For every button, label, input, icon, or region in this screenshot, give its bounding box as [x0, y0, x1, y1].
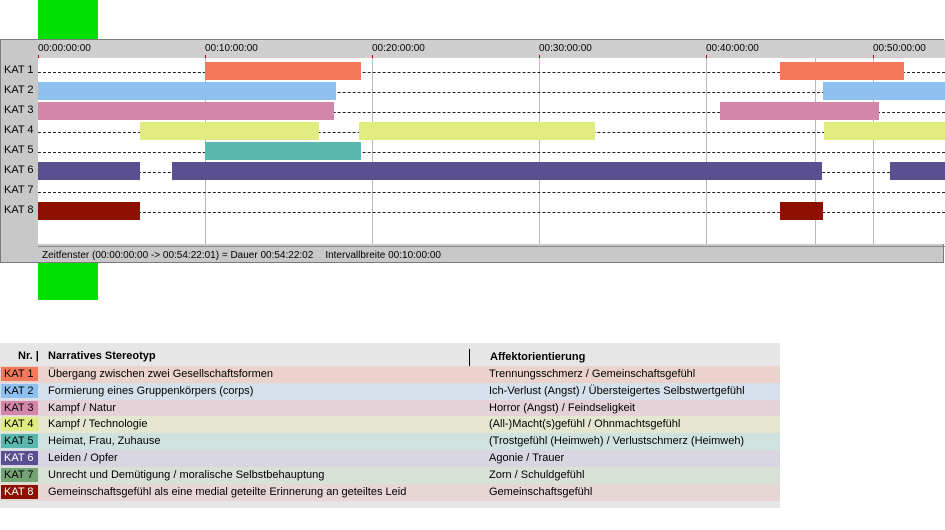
tick-mark: [38, 55, 39, 58]
green-marker-bottom: [38, 263, 98, 300]
legend-header-affect: Affektorientierung: [490, 351, 586, 363]
legend-affect: Gemeinschaftsgefühl: [489, 485, 593, 498]
tick-mark: [873, 55, 874, 58]
segment-bar[interactable]: [779, 62, 904, 80]
grid-line: [539, 58, 540, 244]
segment-bar[interactable]: [822, 82, 945, 100]
category-label: KAT 5: [4, 144, 34, 156]
legend-row: KAT 7 Unrecht und Demütigung / moralische…: [0, 466, 780, 484]
legend-description: Leiden / Opfer: [48, 452, 118, 464]
legend-affect: Agonie / Trauer: [489, 452, 565, 464]
legend-description: Heimat, Frau, Zuhause: [48, 435, 161, 448]
category-label: KAT 6: [4, 164, 34, 176]
segment-bar[interactable]: [889, 162, 945, 180]
legend-affect: Horror (Angst) / Feindseligkeit: [489, 401, 636, 414]
row-guide: [38, 192, 945, 193]
legend-description: Übergang zwischen zwei Gesellschaftsform…: [48, 368, 273, 380]
category-label: KAT 2: [4, 84, 34, 96]
segment-bar[interactable]: [38, 102, 335, 120]
segment-bar[interactable]: [779, 202, 823, 220]
legend-row: KAT 4 Kampf / Technologie (All-)Macht(s)ge…: [0, 416, 780, 434]
legend-description: Formierung eines Gruppenkörpers (corps): [48, 384, 254, 397]
row-guide: [38, 212, 945, 213]
legend-code: KAT 4: [1, 417, 38, 432]
legend-description: Gemeinschaftsgefühl als eine medial gete…: [48, 485, 407, 498]
legend-table: Nr. | Narratives Stereotyp Affektorienti…: [0, 343, 780, 508]
legend-row: KAT 1 Übergang zwischen zwei Gesellschaft…: [0, 366, 780, 383]
status-bar: Zeitfenster (00:00:00:00 -> 00:54:22:01)…: [38, 246, 945, 264]
legend-code: KAT 8: [1, 484, 38, 499]
segment-bar[interactable]: [205, 142, 361, 160]
tick-label: 00:40:00:00: [706, 43, 759, 54]
row-guide: [38, 112, 945, 113]
legend-code: KAT 3: [1, 400, 38, 415]
tick-mark: [539, 55, 540, 58]
legend-code: KAT 5: [1, 434, 38, 449]
tick-label: 00:20:00:00: [372, 43, 425, 54]
tick-label: 00:50:00:00: [873, 43, 926, 54]
legend-row: KAT 2 Formierung eines Gruppenkörpers (co…: [0, 382, 780, 400]
legend-row: KAT 5 Heimat, Frau, Zuhause (Trostgefühl (…: [0, 433, 780, 451]
green-marker-top: [38, 0, 98, 39]
legend-header-nr: Nr. |: [18, 350, 39, 362]
legend-affect: (Trostgefühl (Heimweh) / Verlustschmerz …: [489, 435, 745, 448]
category-label: KAT 1: [4, 64, 34, 76]
legend-code: KAT 1: [1, 367, 38, 381]
segment-bar[interactable]: [359, 122, 595, 140]
timeline-panel[interactable]: 00:00:00:00 00:10:00:00 00:20:00:00 00:30:0…: [0, 39, 945, 264]
grid-line: [706, 58, 707, 244]
row-guide: [38, 152, 945, 153]
time-ruler[interactable]: 00:00:00:00 00:10:00:00 00:20:00:00 00:30:0…: [38, 40, 945, 58]
category-label: KAT 4: [4, 124, 34, 136]
segment-bar[interactable]: [38, 82, 336, 100]
legend-row: KAT 3 Kampf / Natur Horror (Angst) / Feind…: [0, 399, 780, 417]
interval-width-text: Intervallbreite 00:10:00:00: [325, 250, 441, 261]
legend-description: Kampf / Technologie: [48, 418, 148, 431]
legend-description: Kampf / Natur: [48, 401, 116, 414]
tick-mark: [205, 55, 206, 58]
grid-line: [873, 58, 874, 244]
segment-bar[interactable]: [824, 122, 945, 140]
grid-line: [814, 58, 816, 244]
legend-affect: Trennungsschmerz / Gemeinschaftsgefühl: [489, 368, 696, 380]
legend-code: KAT 2: [1, 383, 38, 398]
segment-bar[interactable]: [38, 202, 140, 220]
legend-affect: Ich-Verlust (Angst) / Übersteigertes Sel…: [489, 384, 745, 397]
legend-affect: Zorn / Schuldgefühl: [489, 468, 585, 481]
tick-mark: [706, 55, 707, 58]
category-label: KAT 7: [4, 184, 34, 196]
tick-mark: [372, 55, 373, 58]
category-label: KAT 8: [4, 204, 34, 216]
legend-row: KAT 6 Leiden / Opfer Agonie / Trauer: [0, 450, 780, 467]
timeline-plot[interactable]: [38, 58, 945, 244]
legend-row: KAT 8 Gemeinschaftsgefühl als eine medial…: [0, 483, 780, 501]
legend-header-stereotype: Narratives Stereotyp: [48, 350, 156, 362]
row-guide: [38, 92, 945, 93]
tick-label: 00:30:00:00: [539, 43, 592, 54]
segment-bar[interactable]: [205, 62, 361, 80]
segment-bar[interactable]: [171, 162, 822, 180]
segment-bar[interactable]: [38, 162, 140, 180]
tick-label: 00:10:00:00: [205, 43, 258, 54]
grid-line: [372, 58, 373, 244]
legend-code: KAT 7: [1, 467, 38, 482]
time-window-text: Zeitfenster (00:00:00:00 -> 00:54:22:01)…: [42, 250, 314, 261]
legend-description: Unrecht und Demütigung / moralische Selb…: [48, 468, 325, 481]
legend-code: KAT 6: [1, 451, 38, 465]
segment-bar[interactable]: [139, 122, 320, 140]
legend-affect: (All-)Macht(s)gefühl / Ohnmachtsgefühl: [489, 418, 681, 431]
row-guide: [38, 72, 945, 73]
segment-bar[interactable]: [719, 102, 879, 120]
tick-label: 00:00:00:00: [38, 43, 91, 54]
category-label: KAT 3: [4, 104, 34, 116]
